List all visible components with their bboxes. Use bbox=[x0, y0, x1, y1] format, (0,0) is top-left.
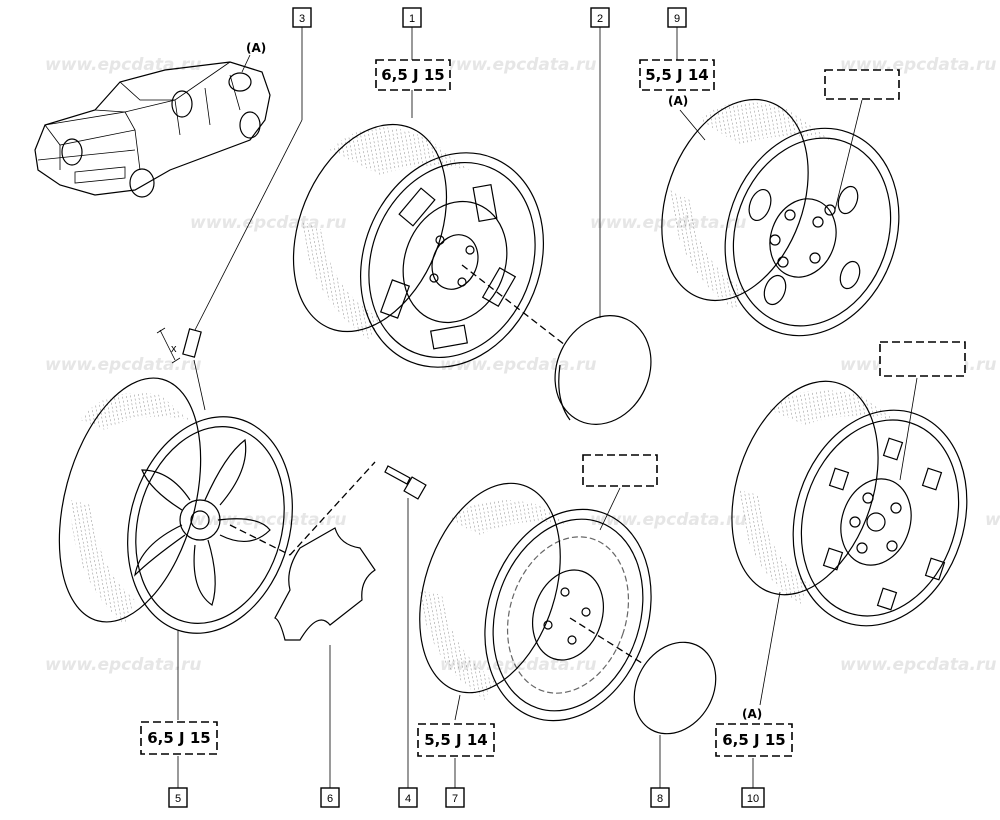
watermark: www.epcdata.ru bbox=[440, 55, 596, 75]
leader-lines bbox=[177, 27, 918, 790]
callout-number: 6 bbox=[327, 793, 333, 805]
callout-4: 4 bbox=[398, 787, 418, 808]
watermark: www.epcdata.ru bbox=[45, 655, 201, 675]
variant-marker: (A) bbox=[668, 94, 688, 108]
callout-9: 9 bbox=[667, 7, 687, 28]
wheel-9 bbox=[661, 98, 900, 337]
callout-number: 4 bbox=[405, 793, 411, 805]
wheel-size-label: 5,5 J 14 bbox=[645, 66, 708, 84]
callout-number: 9 bbox=[674, 13, 680, 25]
wheel-10 bbox=[731, 380, 968, 627]
callout-2: 2 bbox=[590, 7, 610, 28]
blank-label-box bbox=[582, 454, 658, 487]
callout-number: 10 bbox=[747, 793, 759, 805]
wheel-size-label: 5,5 J 14 bbox=[424, 731, 487, 749]
callout-number: 8 bbox=[657, 793, 663, 805]
watermark: www.epcdata.ru bbox=[190, 510, 346, 530]
wheel-bolt-4 bbox=[384, 465, 427, 500]
watermark: www.epcdata.ru bbox=[840, 655, 996, 675]
wheel-size-label: 6,5 J 15 bbox=[147, 729, 210, 747]
callout-number: 7 bbox=[452, 793, 458, 805]
wheel-1 bbox=[292, 123, 566, 368]
wheel-size-7: 5,5 J 14 bbox=[417, 723, 495, 757]
wheel-size-1: 6,5 J 15 bbox=[375, 59, 451, 91]
callout-1: 1 bbox=[402, 7, 422, 28]
wheel-size-10: 6,5 J 15 (A) bbox=[715, 707, 793, 757]
wheel-size-label: 6,5 J 15 bbox=[722, 731, 785, 749]
watermark: www.epcdata.ru bbox=[985, 510, 1000, 530]
callout-number: 1 bbox=[409, 13, 415, 25]
variant-marker: (A) bbox=[742, 707, 762, 721]
wheel-7 bbox=[419, 482, 652, 722]
callout-number: 3 bbox=[299, 13, 305, 25]
callout-number: 2 bbox=[597, 13, 603, 25]
blank-label-box bbox=[879, 341, 966, 377]
variant-marker: (A) bbox=[246, 41, 266, 55]
watermark: www.epcdata.ru bbox=[590, 510, 746, 530]
blank-label-box bbox=[824, 69, 900, 100]
watermark: www.epcdata.ru bbox=[45, 355, 201, 375]
watermark: www.epcdata.ru bbox=[190, 213, 346, 233]
watermark: www.epcdata.ru bbox=[590, 213, 746, 233]
callout-7: 7 bbox=[445, 787, 465, 808]
hub-cap-2 bbox=[554, 315, 652, 425]
watermark: www.epcdata.ru bbox=[440, 355, 596, 375]
wheel-size-9: 5,5 J 14 (A) bbox=[639, 59, 715, 108]
callout-6: 6 bbox=[320, 787, 340, 808]
callout-3: 3 bbox=[292, 7, 312, 28]
wheel-size-5: 6,5 J 15 bbox=[140, 721, 218, 755]
watermark: www.epcdata.ru bbox=[45, 55, 201, 75]
wheel-5: x bbox=[58, 327, 293, 634]
center-cap-6 bbox=[274, 461, 376, 641]
car-illustration: (A) bbox=[34, 41, 271, 198]
callout-10: 10 bbox=[741, 787, 765, 808]
wheel-size-label: 6,5 J 15 bbox=[381, 66, 444, 84]
callout-5: 5 bbox=[168, 787, 188, 808]
callout-number: 5 bbox=[175, 793, 181, 805]
dimension-label: x bbox=[171, 343, 177, 355]
hub-cap-8 bbox=[633, 641, 717, 735]
callout-8: 8 bbox=[650, 787, 670, 808]
